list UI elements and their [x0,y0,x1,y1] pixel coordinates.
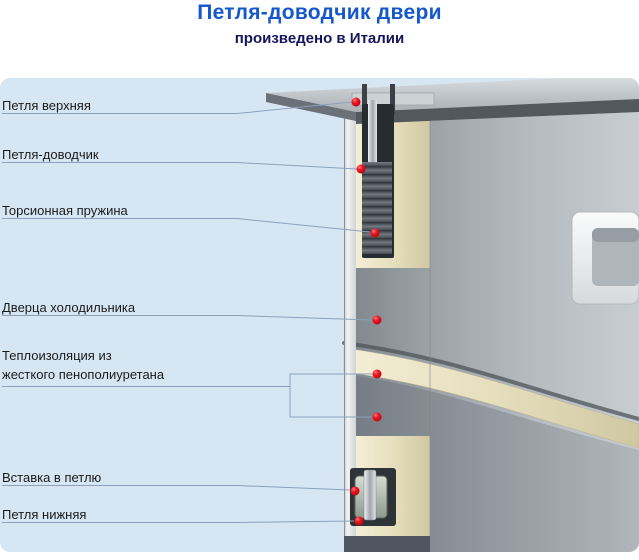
callout-connector-2 [236,162,358,170]
countertop-under-shadow [356,99,639,124]
callout-dot-upper-hinge [351,97,361,107]
callout-dot-insulation-1 [372,369,382,379]
label-insulation-line2: жесткого пенополиуретана [2,367,165,382]
upper-hinge-pin-left [362,84,367,114]
callout-connector-3 [236,218,371,233]
callout-dots [350,97,382,526]
torsion-spring-coil [362,162,392,254]
callout-connector-7 [236,520,355,523]
page-title: Петля-доводчик двери [197,1,442,24]
label-upper-hinge: Петля верхняя [2,98,91,113]
callout-dot-door-closer [356,164,366,174]
label-insulation: Теплоизоляция из жесткого пенополиуретан… [2,346,164,384]
countertop-front-edge [266,93,356,121]
callout-connector-1 [236,101,353,114]
label-torsion-spring: Торсионная пружина [2,203,128,218]
callout-dot-torsion-spring [370,228,380,238]
callout-dot-insulation-2 [372,412,382,422]
callout-dot-door [372,315,382,325]
callout-lines [2,101,373,523]
callout-connector-6 [236,485,351,491]
callout-connector-5b [289,386,372,418]
door-handle [571,211,639,305]
wave-cut-shadow [342,341,639,421]
label-hinge-insert: Вставка в петлю [2,470,102,485]
page-subtitle: произведено в Италии [234,30,405,47]
callout-dot-lower-hinge [354,516,364,526]
label-insulation-line1: Теплоизоляция из [2,348,112,363]
upper-hinge-pin-right [390,84,395,114]
label-lower-hinge: Петля нижняя [2,507,87,522]
callout-connector-5a [237,373,372,387]
label-door-closer: Петля-доводчик [2,147,99,162]
callout-dot-hinge-insert [350,486,360,496]
illustration [266,78,639,552]
callout-connector-4 [236,315,373,321]
hinge-insert-pin [363,469,377,521]
door-outer-skin [344,100,356,552]
door-closer-rod [368,100,377,162]
handle-recess [592,228,639,286]
door-bottom-shadow [344,536,430,552]
label-fridge-door: Дверца холодильника [2,300,136,315]
insulation-wave-band [343,347,639,449]
